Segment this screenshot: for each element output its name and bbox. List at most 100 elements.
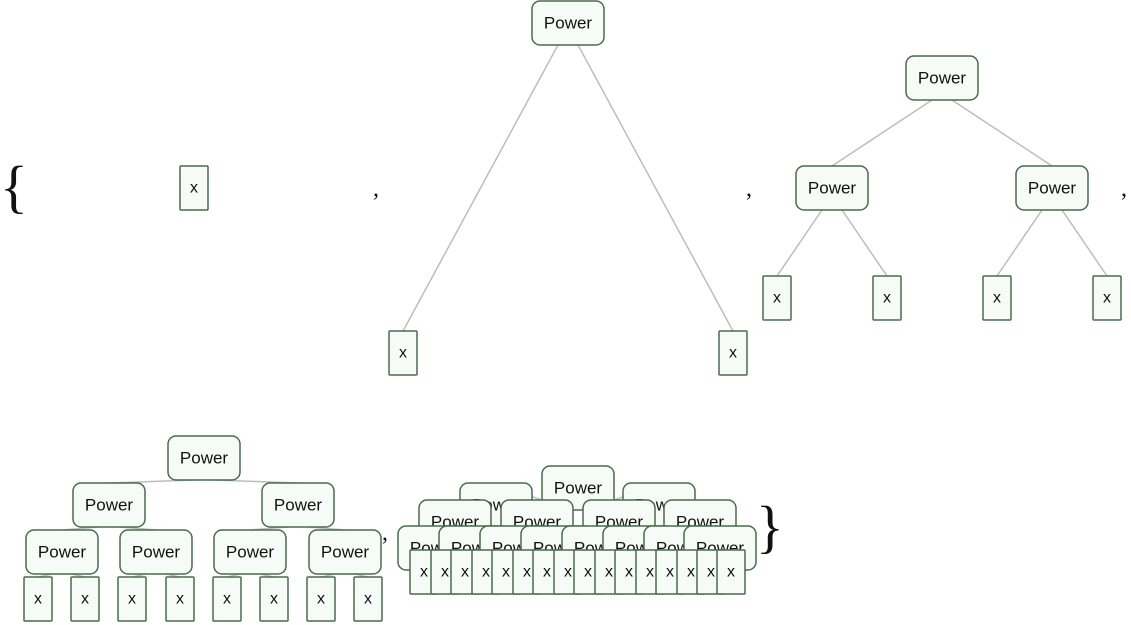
leaf-label: x	[1103, 290, 1111, 307]
leaf-label: x	[441, 564, 449, 581]
leaf-box	[872, 275, 902, 321]
leaf-label: x	[502, 564, 510, 581]
leaf-label: x	[364, 591, 372, 608]
leaf-node-x: x	[212, 576, 242, 622]
leaf-node-x: x	[353, 576, 383, 622]
leaf-node-x: x	[388, 330, 418, 376]
leaf-box	[70, 576, 100, 622]
leaf-label: x	[81, 591, 89, 608]
leaf-label: x	[482, 564, 490, 581]
leaf-node-x: x	[165, 576, 195, 622]
leaf-label: x	[666, 564, 674, 581]
open-brace: {	[0, 154, 28, 219]
power-box	[308, 529, 382, 575]
power-box	[531, 0, 605, 46]
power-node: Power	[1015, 165, 1089, 211]
leaf-node-x: x	[70, 576, 100, 622]
leaf-node-x: x	[716, 549, 746, 595]
leaf-label: x	[584, 564, 592, 581]
power-label: Power	[544, 14, 593, 33]
tree-depth-0: x	[179, 165, 209, 211]
power-label: Power	[132, 543, 181, 562]
leaf-label: x	[317, 591, 325, 608]
leaf-box	[353, 576, 383, 622]
power-label: Power	[554, 479, 603, 498]
leaf-label: x	[625, 564, 633, 581]
leaf-node-x: x	[23, 576, 53, 622]
leaf-node-x: x	[718, 330, 748, 376]
leaf-label: x	[420, 564, 428, 581]
leaf-label: x	[687, 564, 695, 581]
leaf-label: x	[993, 290, 1001, 307]
leaf-label: x	[270, 591, 278, 608]
leaf-node-x: x	[1092, 275, 1122, 321]
leaf-node-x: x	[872, 275, 902, 321]
tree-edge	[841, 209, 888, 277]
leaf-box	[117, 576, 147, 622]
power-box	[795, 165, 869, 211]
power-node: Power	[119, 529, 193, 575]
leaf-box	[165, 576, 195, 622]
leaf-label: x	[883, 290, 891, 307]
leaf-label: x	[729, 345, 737, 362]
power-box	[213, 529, 287, 575]
power-label: Power	[180, 449, 229, 468]
power-node: Power	[541, 465, 615, 511]
tree-edge	[402, 44, 559, 332]
leaf-node-x: x	[306, 576, 336, 622]
power-box	[1015, 165, 1089, 211]
power-node: Power	[261, 482, 335, 528]
power-node: Power	[905, 55, 979, 101]
power-label: Power	[918, 69, 967, 88]
separator-comma: ,	[373, 176, 379, 202]
leaf-box	[306, 576, 336, 622]
power-label: Power	[808, 179, 857, 198]
leaf-box	[1092, 275, 1122, 321]
leaf-label: x	[128, 591, 136, 608]
separator-comma: ,	[746, 176, 752, 202]
leaf-label: x	[646, 564, 654, 581]
power-label: Power	[274, 496, 323, 515]
power-node: Power	[308, 529, 382, 575]
leaf-box	[179, 165, 209, 211]
leaf-box	[388, 330, 418, 376]
power-box	[119, 529, 193, 575]
leaf-box	[259, 576, 289, 622]
power-box	[25, 529, 99, 575]
power-box	[167, 435, 241, 481]
power-node: Power	[72, 482, 146, 528]
leaf-box	[718, 330, 748, 376]
tree-edge	[951, 99, 1053, 167]
power-label: Power	[226, 543, 275, 562]
leaf-box	[716, 549, 746, 595]
leaf-label: x	[190, 180, 198, 197]
leaf-label: x	[564, 564, 572, 581]
leaf-label: x	[523, 564, 531, 581]
power-node: Power	[531, 0, 605, 46]
power-node: Power	[795, 165, 869, 211]
power-node: Power	[213, 529, 287, 575]
leaf-label: x	[773, 290, 781, 307]
leaf-box	[212, 576, 242, 622]
leaf-node-x: x	[982, 275, 1012, 321]
leaf-node-x: x	[259, 576, 289, 622]
leaf-label: x	[543, 564, 551, 581]
power-box	[72, 482, 146, 528]
power-box	[261, 482, 335, 528]
power-label: Power	[38, 543, 87, 562]
leaf-node-x: x	[179, 165, 209, 211]
leaf-label: x	[399, 345, 407, 362]
power-node: Power	[167, 435, 241, 481]
power-label: Power	[321, 543, 370, 562]
tree-edge	[996, 209, 1043, 277]
tree-edge	[577, 44, 734, 332]
leaf-label: x	[461, 564, 469, 581]
leaf-node-x: x	[117, 576, 147, 622]
power-box	[541, 465, 615, 511]
leaf-box	[23, 576, 53, 622]
tree-edge	[776, 209, 823, 277]
